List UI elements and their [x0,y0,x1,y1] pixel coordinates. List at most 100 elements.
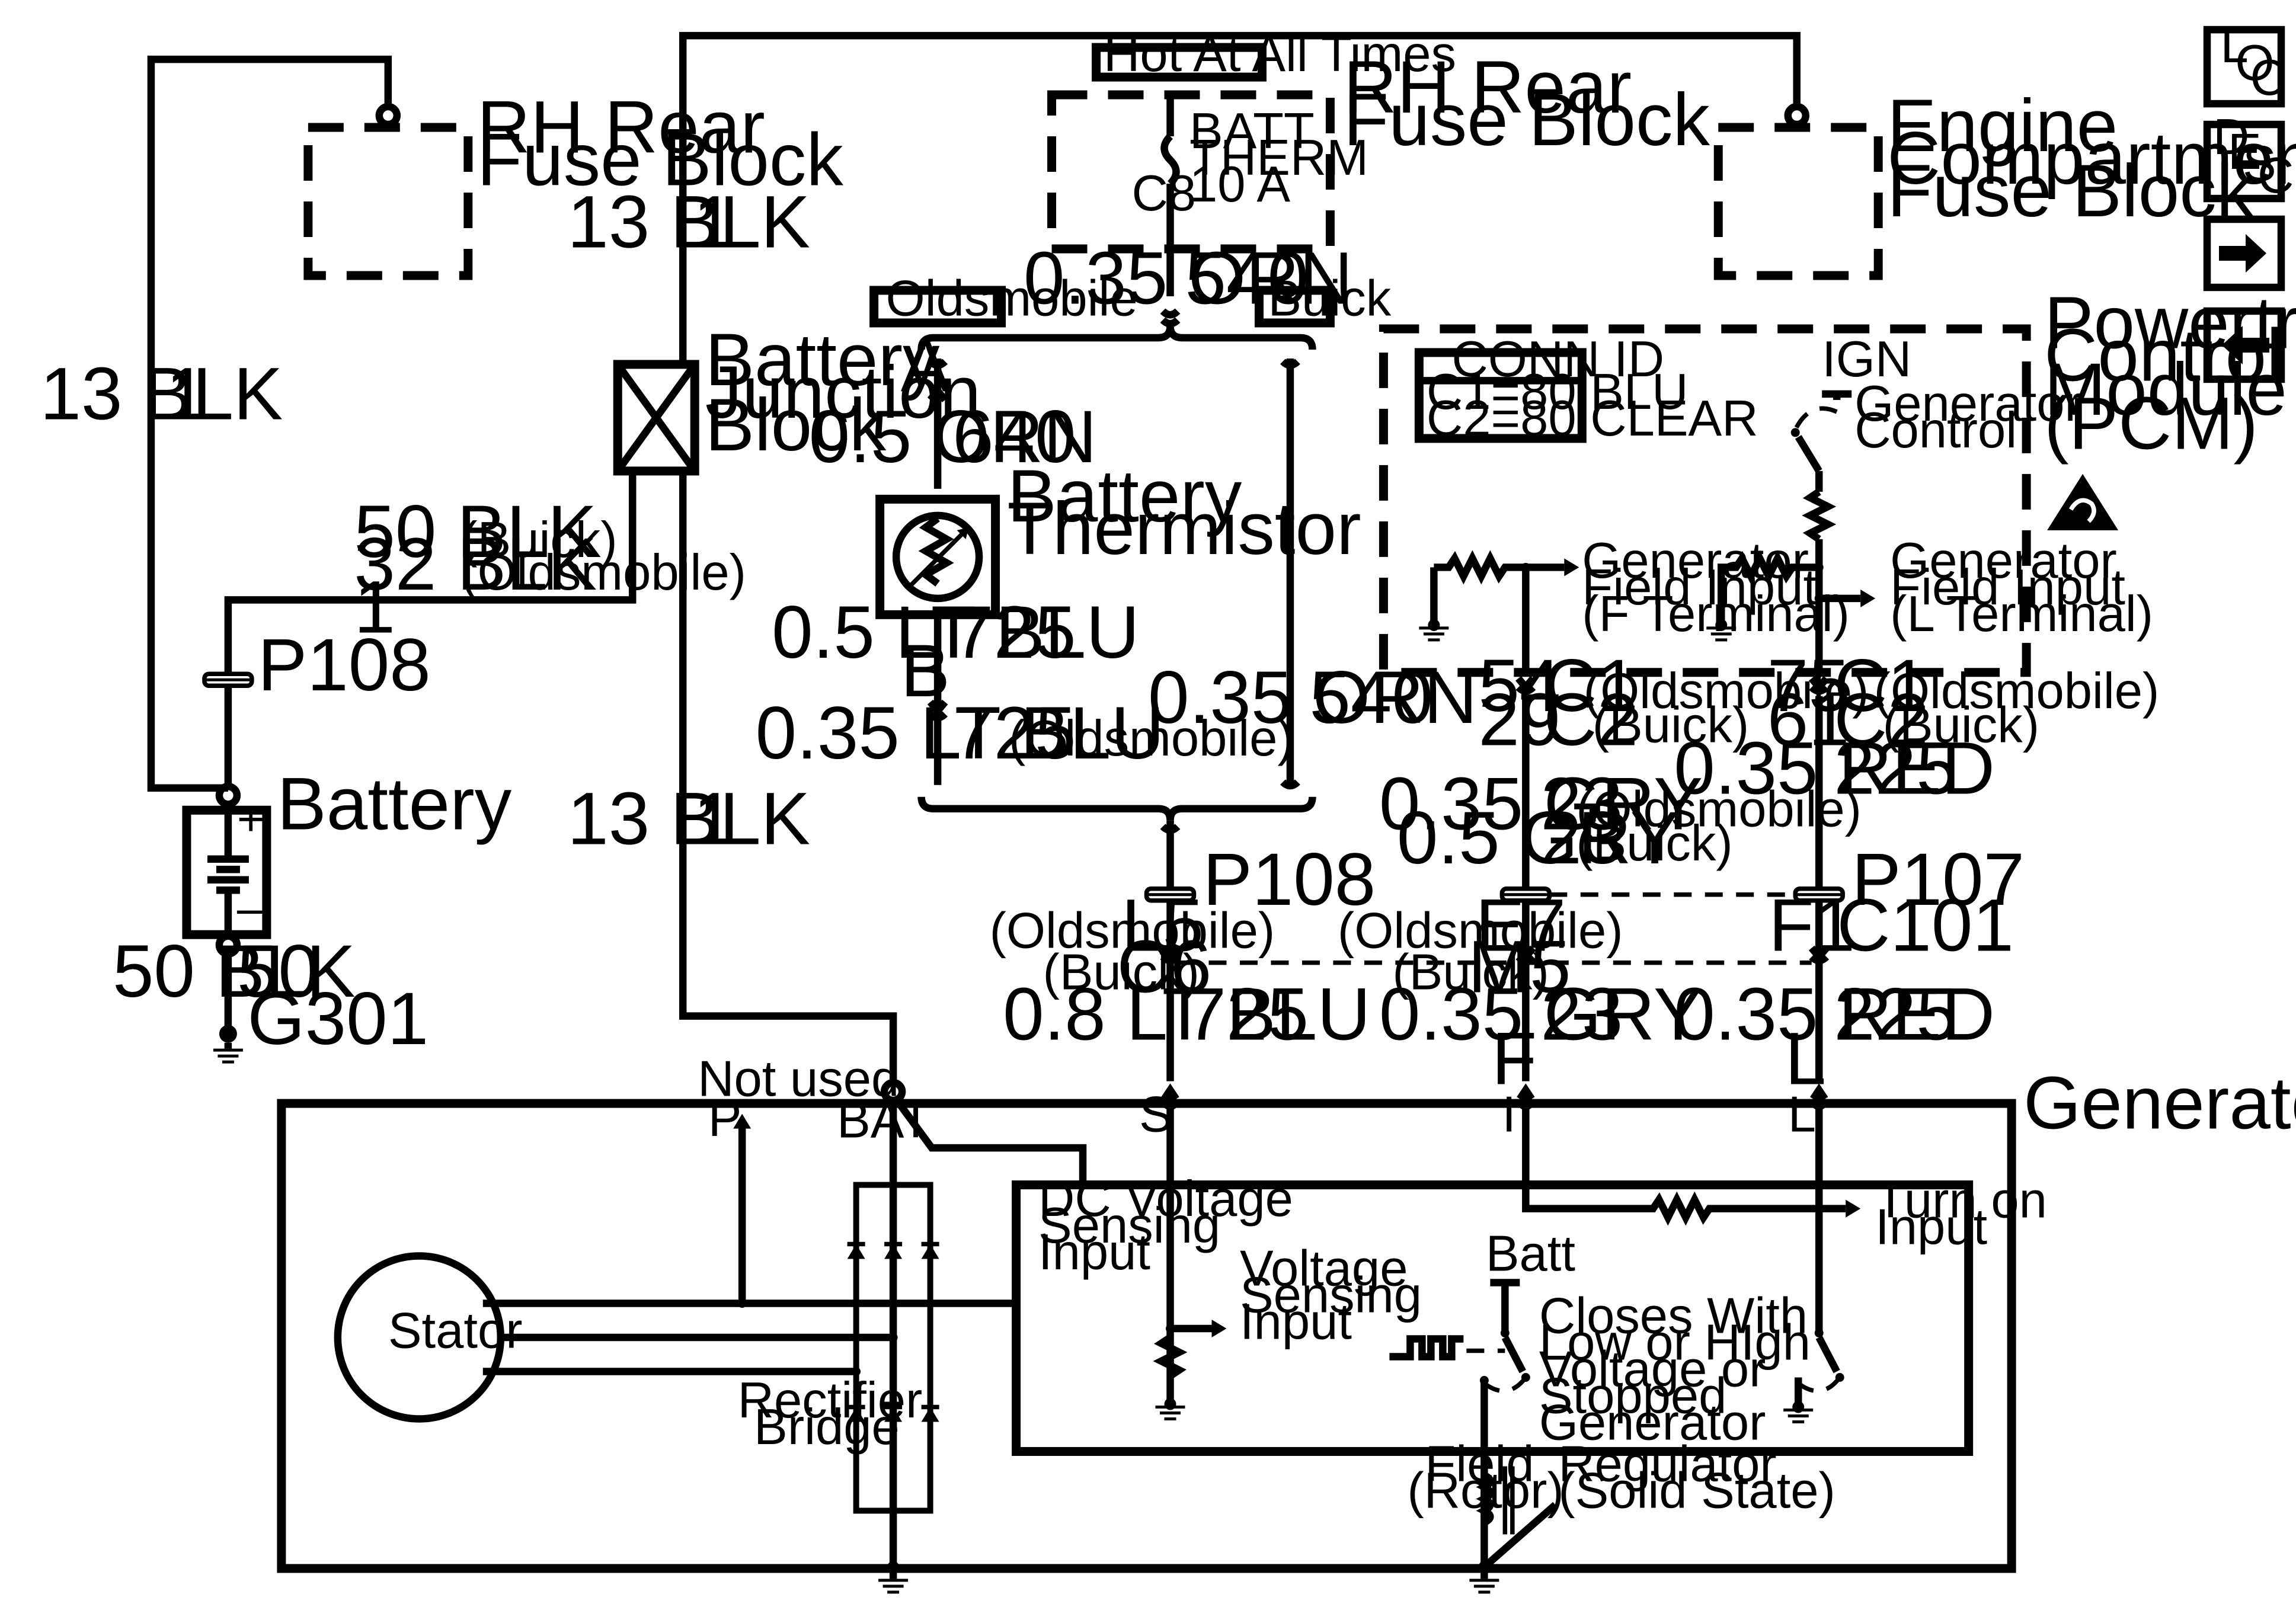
svg-text:Fuse Block: Fuse Block [477,119,844,201]
svg-text:Battery: Battery [705,319,940,401]
svg-text:Sensing: Sensing [1240,1267,1422,1324]
svg-text:640: 640 [952,396,1076,478]
loc-button[interactable]: L O C [2203,17,2287,108]
svg-text:(Buick): (Buick) [1883,697,2039,753]
svg-text:13 BLK: 13 BLK [567,181,810,263]
svg-text:E: E [2228,124,2262,180]
prev-page-button[interactable] [2203,307,2285,383]
svg-text:29: 29 [1478,678,1560,761]
svg-text:Bridge: Bridge [754,1399,900,1455]
svg-text:(L Terminal): (L Terminal) [1890,586,2153,642]
svg-text:Battery: Battery [1008,455,1242,537]
svg-text:O: O [2236,35,2275,91]
next-page-button[interactable] [2203,215,2285,292]
svg-text:(Oldsmobile): (Oldsmobile) [1874,663,2160,719]
connector-p107 [1499,886,1845,903]
svg-text:Generator: Generator [1539,1394,1766,1451]
svg-text:(Oldsmobile): (Oldsmobile) [990,903,1275,959]
svg-text:BATT: BATT [1189,103,1315,159]
svg-text:0.8 LT BLU: 0.8 LT BLU [1003,974,1371,1056]
svg-text:I: I [1502,1087,1516,1143]
svg-text:(Buick): (Buick) [461,512,617,568]
svg-text:Input: Input [1038,1224,1150,1281]
svg-text:Block: Block [705,384,887,466]
svg-text:A: A [901,325,951,407]
svg-text:Battery: Battery [277,763,511,846]
svg-text:IGN: IGN [1822,331,1911,388]
svg-text:Powertrain: Powertrain [2044,281,2296,364]
svg-text:Generator: Generator [2023,1062,2296,1145]
svg-text:Sensing: Sensing [1038,1198,1220,1254]
svg-text:(Buick): (Buick) [1593,697,1749,753]
svg-text:Voltage: Voltage [1240,1241,1408,1297]
svg-text:M5: M5 [1468,926,1571,1009]
svg-text:Not used: Not used [698,1051,899,1108]
svg-text:C8: C8 [1132,165,1197,222]
svg-text:P108: P108 [1203,838,1376,921]
svg-text:Control: Control [2044,314,2283,396]
svg-text:1: 1 [693,181,735,263]
svg-text:C2=80 CLEAR: C2=80 CLEAR [1427,391,1758,447]
svg-text:(PCM): (PCM) [2044,382,2258,465]
svg-text:0.5 GRY: 0.5 GRY [1397,797,1680,879]
svg-text:(Solid State): (Solid State) [1558,1462,1835,1519]
arrow-right-icon [2219,233,2267,273]
arrow-left-icon [2222,325,2270,364]
connector-p108-mid [1144,886,1197,903]
svg-text:G301: G301 [247,978,428,1060]
svg-text:23: 23 [1540,763,1623,846]
svg-text:Stopped: Stopped [1539,1368,1727,1424]
wire-label: 32 BLK [354,523,597,606]
pcm-box [1379,324,2031,677]
svg-text:75: 75 [1767,645,1850,727]
svg-text:Closes With: Closes With [1539,1288,1808,1345]
svg-text:Batt: Batt [1486,1226,1575,1282]
gen-field-input-f [1419,550,1579,673]
desc-button[interactable]: D E S C [2203,109,2294,204]
svg-text:725: 725 [1185,974,1308,1056]
hot-at-all-times-label: Hot At All Times [1104,26,1456,82]
svg-text:Compartment: Compartment [1887,117,2296,200]
svg-text:RH Rear: RH Rear [477,87,765,169]
svg-text:Turn on: Turn on [1875,1173,2047,1229]
svg-text:F1: F1 [1769,885,1855,967]
svg-text:C2: C2 [1543,678,1638,761]
gen-field-input-l [1706,390,1876,673]
battery-symbol: + – [182,793,271,939]
svg-text:(Buick): (Buick) [1392,945,1549,1001]
buick-tag: Buick [1268,270,1391,327]
svg-text:54: 54 [1478,645,1560,727]
conn-id-title: CONN ID [1451,331,1664,388]
circuit-number: 1 [166,353,207,435]
svg-text:0.35 LT BLU: 0.35 LT BLU [756,692,1165,774]
svg-text:(Rotor): (Rotor) [1407,1462,1563,1519]
svg-text:C: C [2257,148,2294,204]
svg-text:Module: Module [2044,348,2287,431]
svg-text:RH Rear: RH Rear [1344,46,1632,129]
svg-text:Generator: Generator [1854,376,2081,432]
regulator-box [1012,1180,1974,1456]
svg-text:50: 50 [237,930,319,1013]
svg-text:Field: Field [1425,1436,1534,1492]
svg-text:E7: E7 [1475,885,1566,967]
svg-text:P: P [708,1091,742,1147]
svg-text:0.5 ORN: 0.5 ORN [809,396,1097,478]
svg-text:(Oldsmobile): (Oldsmobile) [461,545,746,601]
svg-text:(Oldsmobile): (Oldsmobile) [1576,782,1862,838]
svg-text:–: – [237,882,264,934]
svg-text:725: 725 [952,591,1076,674]
wire-label: 13 BLK [40,353,283,435]
svg-text:S: S [2243,136,2276,192]
ground-icon [213,1042,243,1064]
svg-text:C1=80 BLU: C1=80 BLU [1427,364,1689,420]
svg-text:C1: C1 [1543,645,1638,727]
svg-text:225: 225 [1834,728,1957,810]
svg-text:0.5 LT BLU: 0.5 LT BLU [772,591,1140,674]
svg-text:P108: P108 [258,624,431,706]
svg-text:Stator: Stator [388,1303,523,1359]
svg-text:C6: C6 [1117,926,1212,1009]
svg-text:Thermistor: Thermistor [1008,488,1361,570]
svg-text:225: 225 [1834,974,1957,1056]
svg-text:1: 1 [354,566,395,648]
